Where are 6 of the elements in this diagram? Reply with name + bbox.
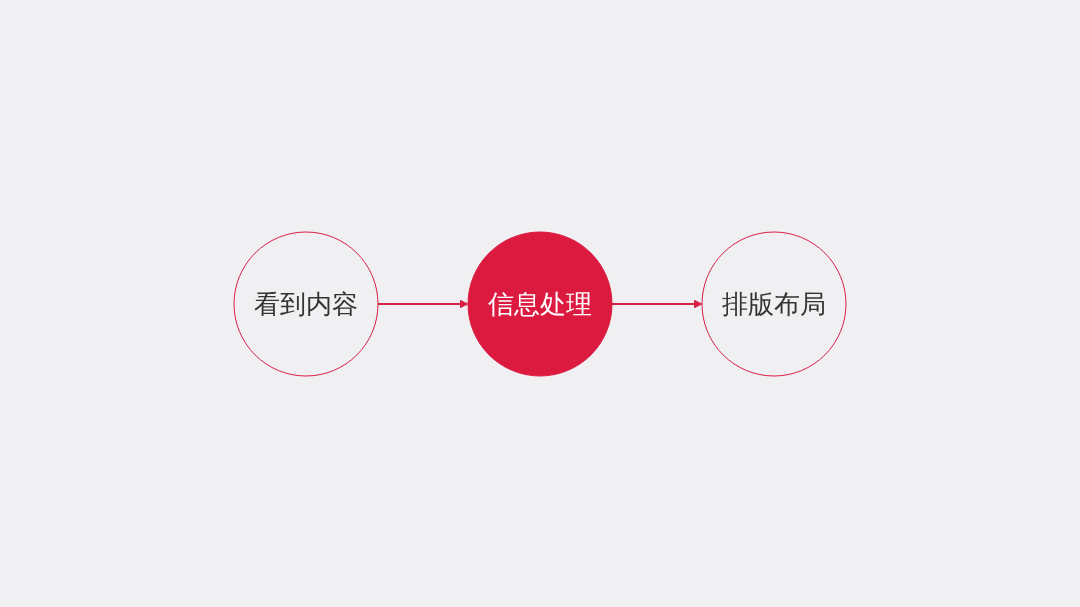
flow-diagram: 看到内容 信息处理 排版布局	[226, 223, 854, 384]
node-circle	[233, 231, 379, 376]
node-circle	[701, 231, 847, 376]
node-circle	[467, 231, 613, 376]
arrow	[611, 299, 703, 308]
arrow	[377, 299, 469, 308]
